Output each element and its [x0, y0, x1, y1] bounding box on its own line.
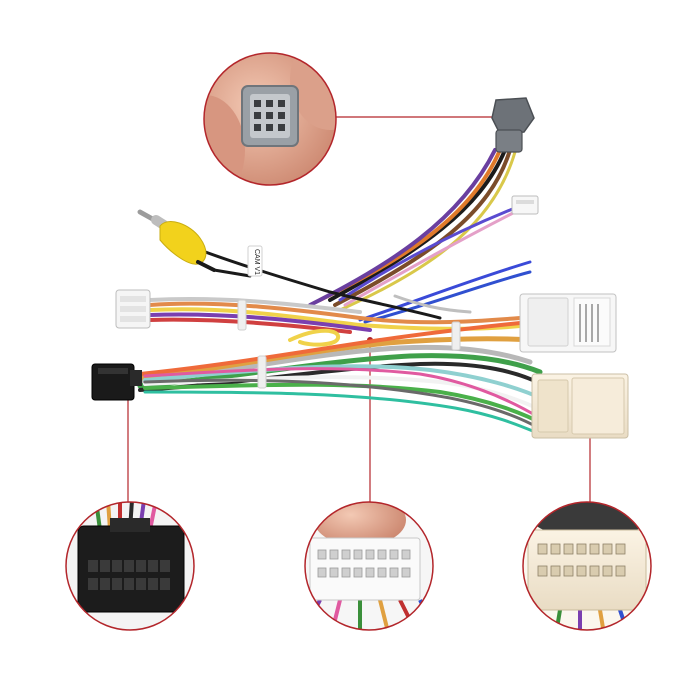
- white-main-connector: [519, 293, 617, 353]
- callout-black-16pin-connector: [65, 501, 195, 631]
- black-connector: [91, 363, 142, 401]
- left-white-connector: [115, 289, 151, 329]
- cam-cable-tag: CAM V1: [253, 249, 260, 275]
- rca-plug: CAM V1: [137, 209, 263, 278]
- wire-bundle: [137, 148, 547, 438]
- cable-ties: [237, 299, 461, 389]
- callout-cream-connector: [522, 501, 652, 631]
- callout-white-main-connector: [304, 501, 434, 631]
- gray-connector: [491, 97, 535, 153]
- small-white-connector: [511, 195, 539, 215]
- cream-connector: [531, 373, 629, 439]
